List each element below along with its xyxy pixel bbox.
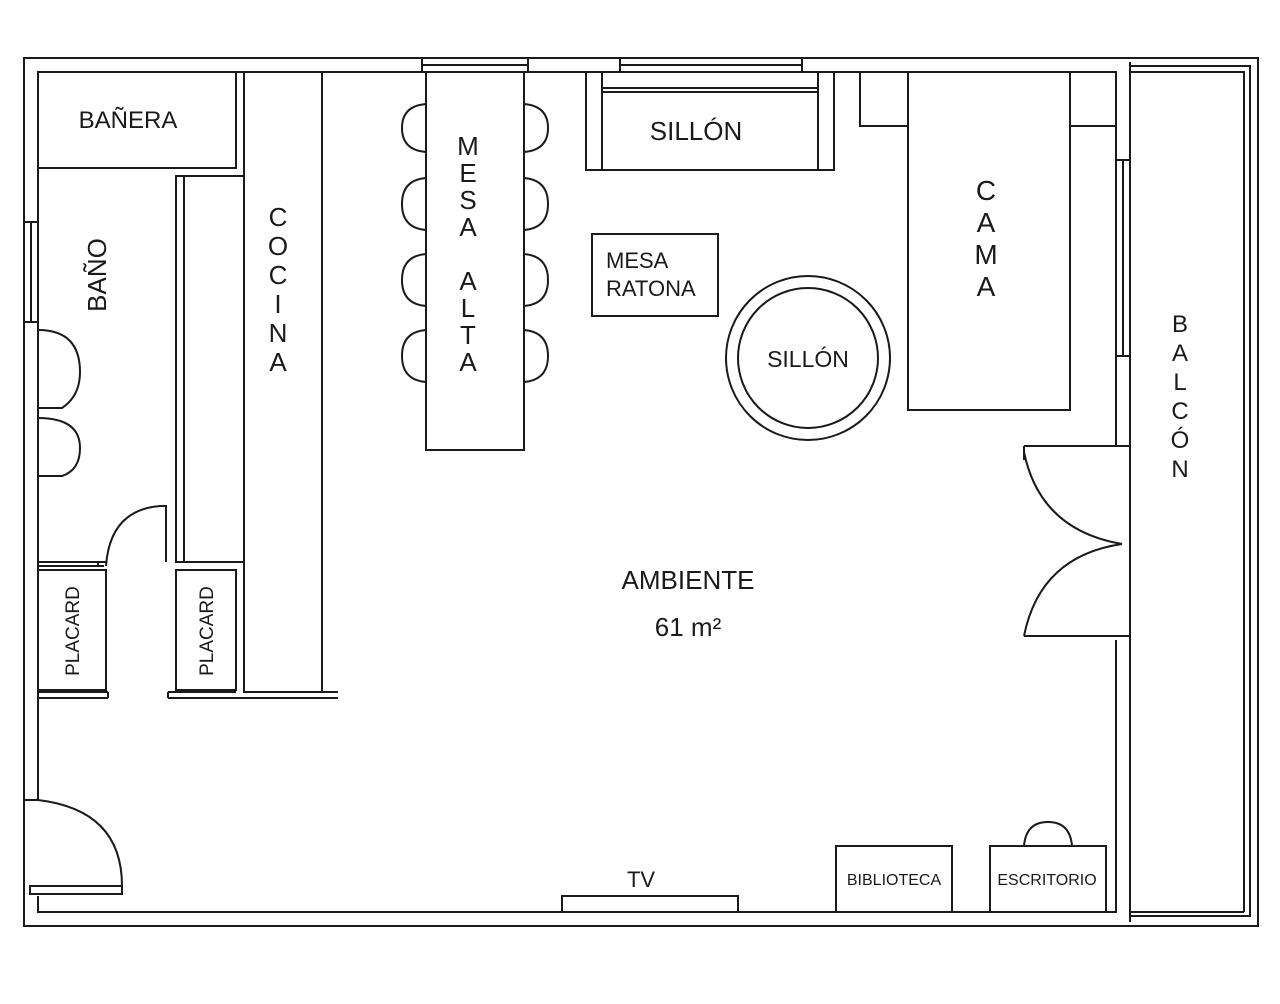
label-mesa-ratona-2: RATONA [606, 276, 696, 301]
bookshelf [835, 845, 953, 913]
balcony-door [1023, 445, 1130, 637]
stools-left [400, 103, 427, 383]
label-ambiente: AMBIENTE [622, 565, 755, 595]
coffee-table [591, 233, 719, 317]
bathroom [37, 71, 245, 567]
entrance-door [24, 799, 123, 895]
label-bano: BAÑO [82, 238, 112, 312]
bed [859, 71, 1117, 411]
windows-top [421, 57, 803, 73]
placards [37, 569, 338, 699]
label-mesa-ratona-1: MESA [606, 248, 669, 273]
stools-right [523, 103, 550, 383]
high-table [400, 71, 550, 451]
label-sillon-round: SILLÓN [767, 346, 849, 372]
label-placard-2: PLACARD [197, 586, 218, 676]
label-escritorio: ESCRITORIO [997, 872, 1096, 889]
outer-walls [23, 57, 1259, 927]
label-banera: BAÑERA [79, 107, 178, 134]
desk [989, 820, 1107, 913]
window-bathroom [23, 221, 39, 323]
balcony [1115, 62, 1251, 922]
label-placard-1: PLACARD [63, 586, 84, 676]
kitchen [175, 71, 338, 693]
sofa-top [585, 71, 835, 171]
label-area: 61 m² [655, 612, 722, 642]
label-biblioteca: BIBLIOTECA [847, 872, 942, 889]
label-sillon-top: SILLÓN [650, 116, 743, 146]
tv-unit [561, 895, 739, 913]
label-tv: TV [627, 867, 655, 892]
round-armchair [725, 275, 891, 441]
